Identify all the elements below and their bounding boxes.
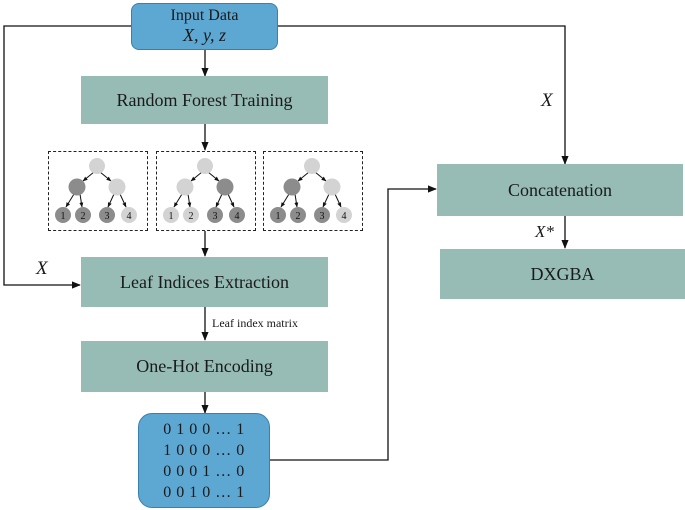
tree-leaf-label: 2 (189, 211, 194, 222)
random-forest-training-box: Random Forest Training (81, 76, 328, 124)
tree-root-node (89, 158, 105, 174)
tree-internal-node (68, 178, 86, 196)
concatenation-box: Concatenation (437, 164, 683, 216)
leaf-indices-extraction-box: Leaf Indices Extraction (81, 257, 328, 307)
tree-edge (187, 193, 192, 208)
tree-leaf-node (229, 207, 245, 223)
tree-leaf-label: 4 (235, 211, 240, 222)
tree-edge (79, 193, 84, 208)
concatenation-label: Concatenation (508, 179, 612, 200)
tree-panel-1: 1 2 3 4 (48, 151, 148, 231)
tree-leaf-label: 4 (127, 211, 132, 222)
input-data-vars: X, y, z (183, 25, 226, 45)
tree-leaf-label: 3 (213, 211, 218, 222)
matrix-row: 0 0 1 0 … 1 (163, 483, 245, 501)
tree-leaf-label: 3 (320, 211, 325, 222)
dxgba-label: DXGBA (530, 263, 595, 284)
tree-edge (297, 171, 310, 182)
tree-glyph: 1 2 3 4 (163, 158, 245, 223)
concat-input-x-label: X (541, 90, 553, 111)
tree-internal-node (176, 178, 194, 196)
tree-edge (215, 193, 223, 208)
tree-leaf-node (336, 207, 352, 223)
tree-leaf-label: 3 (105, 211, 110, 222)
leaf-input-x-label: X (36, 258, 48, 279)
tree-root-node (304, 158, 320, 174)
tree-edge (280, 193, 290, 208)
tree-edge (173, 193, 183, 208)
tree-internal-node (283, 178, 301, 196)
tree-leaf-label: 2 (81, 211, 86, 222)
tree-internal-node (108, 178, 126, 196)
matrix-row: 0 1 0 0 … 1 (163, 420, 245, 438)
tree-leaf-label: 1 (276, 211, 281, 222)
tree-leaf-node (121, 207, 137, 223)
tree-leaf-node (207, 207, 223, 223)
tree-leaf-node (290, 207, 306, 223)
tree-glyph: 1 2 3 4 (270, 158, 352, 223)
arrow-input-x-to-concat (278, 25, 569, 165)
tree-leaf-label: 1 (169, 211, 174, 222)
concat-output-x-star-label: X* (535, 222, 554, 241)
one-hot-encoding-label: One-Hot Encoding (136, 356, 273, 376)
tree-edge (107, 193, 115, 208)
tree-internal-node (323, 178, 341, 196)
tree-leaf-label: 2 (296, 211, 301, 222)
tree-leaf-label: 1 (61, 211, 66, 222)
leaf-indices-extraction-label: Leaf Indices Extraction (120, 271, 289, 292)
tree-leaf-label: 4 (342, 211, 347, 222)
dxgba-box: DXGBA (440, 249, 685, 299)
input-data-box: Input Data X, y, z (131, 3, 278, 50)
tree-panel-3: 1 2 3 4 (263, 151, 363, 231)
tree-edge (82, 171, 95, 182)
tree-leaf-node (163, 207, 179, 223)
tree-panel-2: 1 2 3 4 (156, 151, 256, 231)
tree-root-node (197, 158, 213, 174)
matrix-row: 1 0 0 0 … 0 (163, 441, 245, 459)
arrow-matrix-to-concat (270, 185, 437, 461)
tree-leaf-node (183, 207, 199, 223)
tree-edge (99, 171, 112, 182)
tree-leaf-node (75, 207, 91, 223)
leaf-index-matrix-label: Leaf index matrix (212, 316, 298, 330)
random-forest-training-label: Random Forest Training (116, 89, 293, 110)
tree-edge (227, 193, 235, 208)
tree-leaf-node (99, 207, 115, 223)
tree-edge (65, 193, 75, 208)
tree-edge (119, 193, 127, 208)
tree-leaf-node (314, 207, 330, 223)
tree-edge (207, 171, 220, 182)
arrow-input-x-to-leaf (3, 25, 131, 289)
tree-edge (314, 171, 327, 182)
matrix-row: 0 0 0 1 … 0 (163, 462, 245, 480)
tree-edge (190, 171, 203, 182)
tree-edge (334, 193, 342, 208)
tree-edge (322, 193, 330, 208)
one-hot-matrix: 0 1 0 0 … 1 1 0 0 0 … 0 0 0 0 1 … 0 0 0 … (138, 413, 270, 508)
tree-glyph: 1 2 3 4 (55, 158, 137, 223)
tree-leaf-node (55, 207, 71, 223)
tree-edge (294, 193, 299, 208)
tree-internal-node (216, 178, 234, 196)
one-hot-encoding-box: One-Hot Encoding (81, 341, 328, 392)
tree-leaf-node (270, 207, 286, 223)
input-data-title: Input Data (170, 7, 239, 24)
